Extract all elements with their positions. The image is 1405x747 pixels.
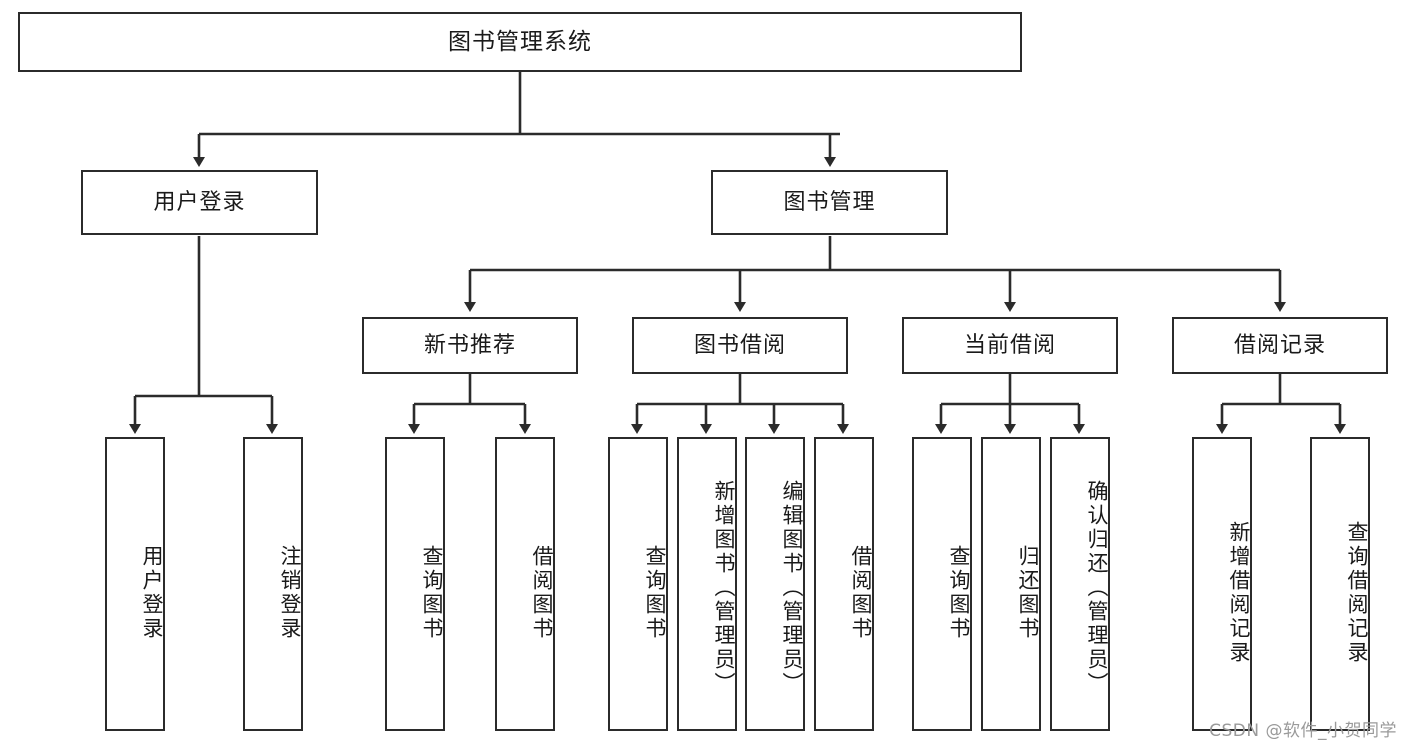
node-user-login[interactable]: 用户登录: [81, 170, 318, 235]
leaf-borrow-book-borrowing[interactable]: 借阅图书: [814, 437, 874, 731]
node-current-borrowing[interactable]: 当前借阅: [902, 317, 1118, 374]
leaf-query-book-recommendation[interactable]: 查询图书: [385, 437, 445, 731]
node-new-book-recommendation[interactable]: 新书推荐: [362, 317, 578, 374]
node-book-management[interactable]: 图书管理: [711, 170, 948, 235]
node-borrowing-record[interactable]: 借阅记录: [1172, 317, 1388, 374]
leaf-add-book-admin[interactable]: 新增图书（管理员）: [677, 437, 737, 731]
leaf-borrow-book-recommendation[interactable]: 借阅图书: [495, 437, 555, 731]
node-root-book-management-system[interactable]: 图书管理系统: [18, 12, 1022, 72]
node-book-borrowing[interactable]: 图书借阅: [632, 317, 848, 374]
leaf-user-login[interactable]: 用户登录: [105, 437, 165, 731]
leaf-add-borrowing-record[interactable]: 新增借阅记录: [1192, 437, 1252, 731]
leaf-query-borrowing-record[interactable]: 查询借阅记录: [1310, 437, 1370, 731]
leaf-query-book-current[interactable]: 查询图书: [912, 437, 972, 731]
leaf-return-book[interactable]: 归还图书: [981, 437, 1041, 731]
leaf-user-logout[interactable]: 注销登录: [243, 437, 303, 731]
leaf-edit-book-admin[interactable]: 编辑图书（管理员）: [745, 437, 805, 731]
leaf-query-book-borrowing[interactable]: 查询图书: [608, 437, 668, 731]
csdn-watermark: CSDN @软件_小贺同学: [1209, 721, 1397, 741]
leaf-confirm-return-admin[interactable]: 确认归还（管理员）: [1050, 437, 1110, 731]
